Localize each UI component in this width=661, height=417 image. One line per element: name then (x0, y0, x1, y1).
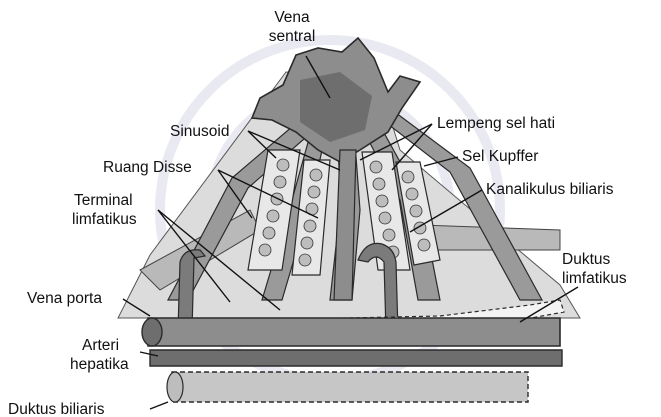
label-kanalikulus-biliaris: Kanalikulus biliaris (486, 181, 614, 198)
label-duktus-limfatikus-line1: Duktus (562, 251, 610, 268)
label-vena-sentral-line2: sentral (269, 28, 316, 45)
label-lempeng-sel-hati: Lempeng sel hati (437, 115, 555, 132)
label-vena-porta: Vena porta (27, 290, 102, 307)
label-ruang-disse: Ruang Disse (103, 159, 192, 176)
label-duktus-limfatikus-line2: limfatikus (562, 270, 627, 287)
label-vena-sentral-line1: Vena (274, 9, 310, 26)
label-sel-kupffer: Sel Kupffer (462, 148, 538, 165)
label-terminal-limfatikus-line2: limfatikus (72, 211, 137, 228)
label-arteri-hepatika-line2: hepatika (70, 356, 129, 373)
label-sinusoid: Sinusoid (170, 123, 229, 140)
label-terminal-limfatikus-line1: Terminal (74, 192, 133, 209)
label-duktus-biliaris: Duktus biliaris (8, 401, 105, 417)
label-arteri-hepatika-line1: Arteri (82, 337, 119, 354)
